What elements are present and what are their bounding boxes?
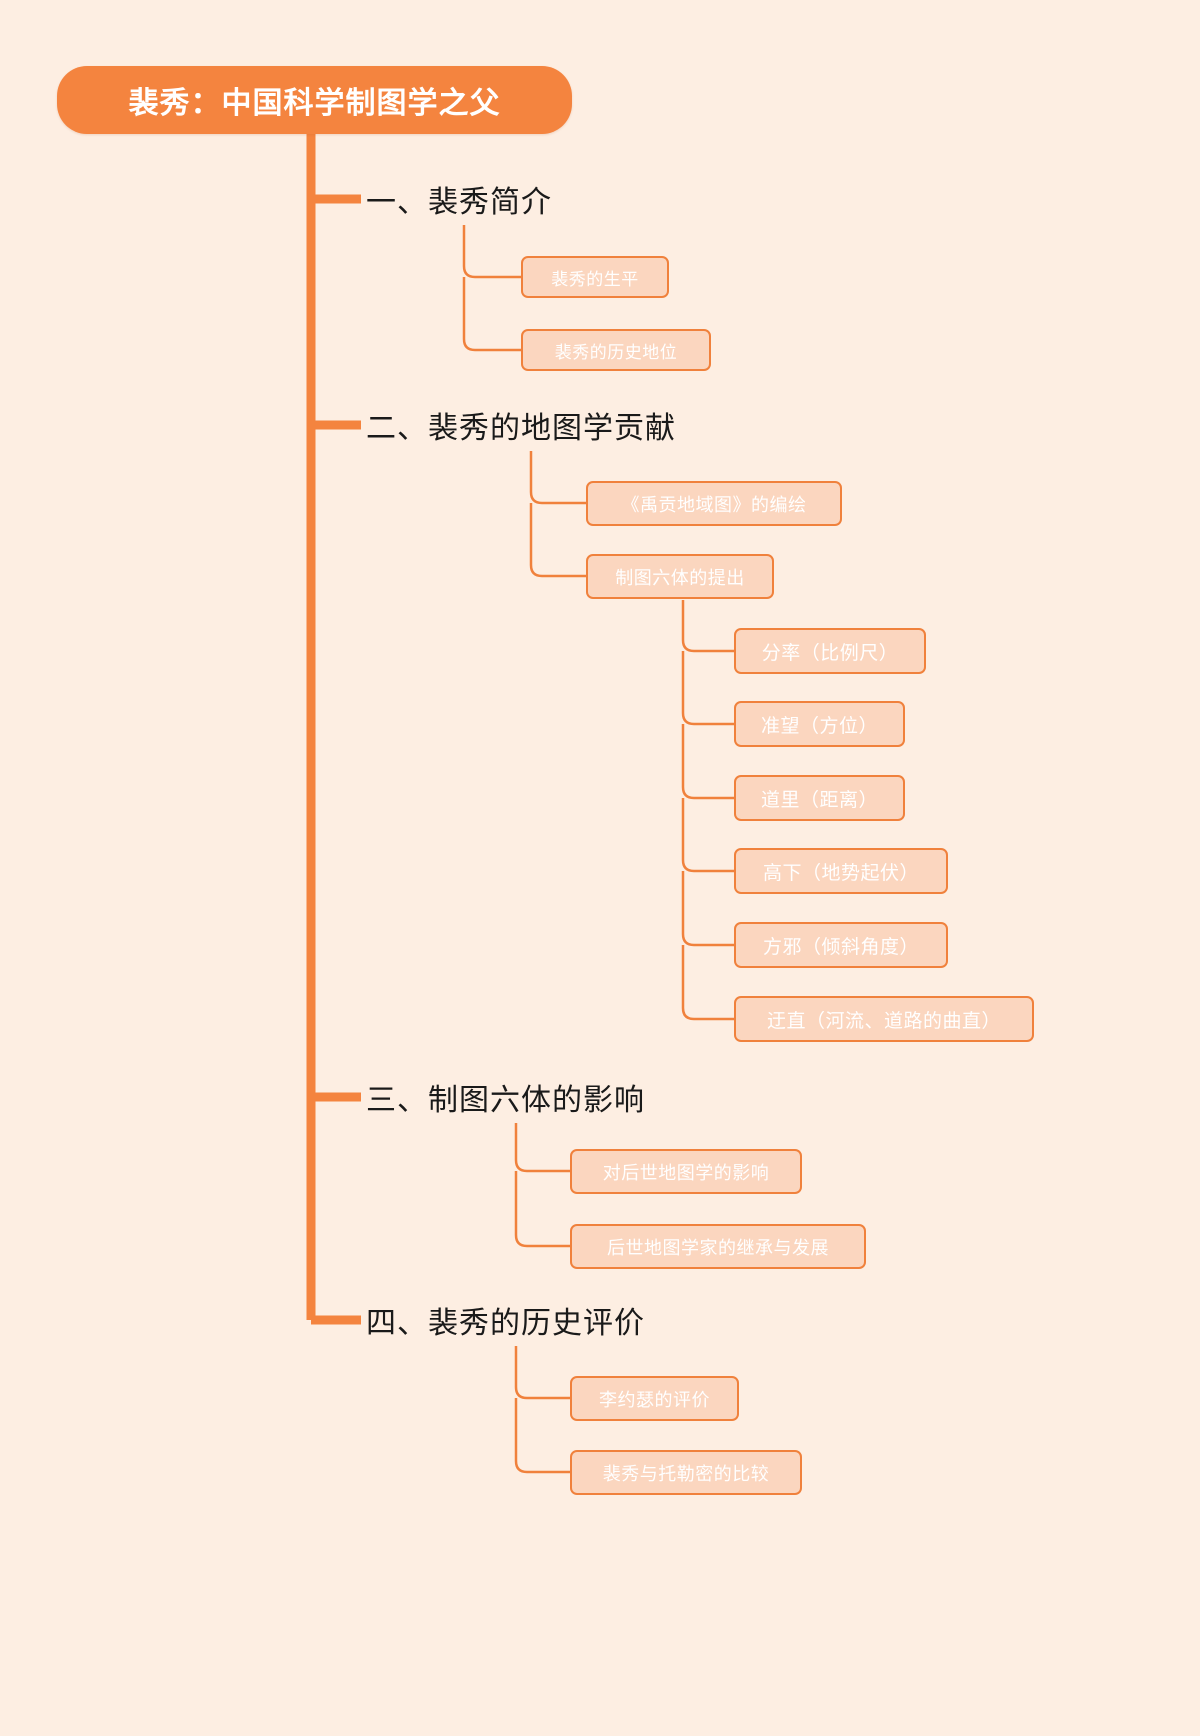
leaf-node-4-1[interactable]: 李约瑟的评价 xyxy=(570,1376,739,1421)
leaf-node-2-2-4[interactable]: 高下（地势起伏） xyxy=(734,848,948,894)
branch-node-4-label: 四、裴秀的历史评价 xyxy=(366,1307,645,1340)
branch-node-4[interactable]: 四、裴秀的历史评价 xyxy=(366,1298,645,1342)
leaf-node-3-1[interactable]: 对后世地图学的影响 xyxy=(570,1149,802,1194)
leaf-node-2-2-6-label: 迂直（河流、道路的曲直） xyxy=(766,1010,1001,1032)
leaf-node-1-2[interactable]: 裴秀的历史地位 xyxy=(521,329,711,371)
leaf-node-2-2-4-label: 高下（地势起伏） xyxy=(762,862,919,884)
leaf-node-2-1-label: 《禹贡地域图》的编绘 xyxy=(621,494,807,515)
leaf-node-3-2[interactable]: 后世地图学家的继承与发展 xyxy=(570,1224,866,1269)
leaf-node-2-2-3[interactable]: 道里（距离） xyxy=(734,775,905,821)
branch-node-3[interactable]: 三、制图六体的影响 xyxy=(366,1075,645,1119)
branch-node-2[interactable]: 二、裴秀的地图学贡献 xyxy=(366,403,676,447)
leaf-node-1-2-label: 裴秀的历史地位 xyxy=(554,342,678,362)
leaf-node-3-2-label: 后世地图学家的继承与发展 xyxy=(607,1237,829,1258)
leaf-node-4-2[interactable]: 裴秀与托勒密的比较 xyxy=(570,1450,802,1495)
leaf-node-2-2-5-label: 方邪（倾斜角度） xyxy=(762,936,919,958)
leaf-node-2-2-1-label: 分率（比例尺） xyxy=(761,642,899,664)
leaf-node-2-2-label: 制图六体的提出 xyxy=(615,567,745,588)
leaf-node-4-2-label: 裴秀与托勒密的比较 xyxy=(602,1463,770,1484)
root-node[interactable]: 裴秀：中国科学制图学之父 xyxy=(57,66,572,134)
branch-node-3-label: 三、制图六体的影响 xyxy=(366,1084,645,1117)
leaf-node-2-2-5[interactable]: 方邪（倾斜角度） xyxy=(734,922,948,968)
branch-node-1[interactable]: 一、裴秀简介 xyxy=(366,177,552,221)
branch-node-2-label: 二、裴秀的地图学贡献 xyxy=(366,412,676,445)
leaf-node-3-1-label: 对后世地图学的影响 xyxy=(602,1162,770,1183)
leaf-node-1-1-label: 裴秀的生平 xyxy=(551,269,639,289)
root-node-label: 裴秀：中国科学制图学之父 xyxy=(128,87,501,120)
leaf-node-2-2-2[interactable]: 准望（方位） xyxy=(734,701,905,747)
leaf-node-2-2-3-label: 道里（距离） xyxy=(760,789,878,811)
leaf-node-1-1[interactable]: 裴秀的生平 xyxy=(521,256,669,298)
leaf-node-2-2-6[interactable]: 迂直（河流、道路的曲直） xyxy=(734,996,1034,1042)
branch-node-1-label: 一、裴秀简介 xyxy=(366,186,552,219)
leaf-node-2-2[interactable]: 制图六体的提出 xyxy=(586,554,774,599)
leaf-node-2-1[interactable]: 《禹贡地域图》的编绘 xyxy=(586,481,842,526)
leaf-node-2-2-1[interactable]: 分率（比例尺） xyxy=(734,628,926,674)
leaf-node-4-1-label: 李约瑟的评价 xyxy=(599,1389,710,1410)
leaf-node-2-2-2-label: 准望（方位） xyxy=(760,715,878,737)
